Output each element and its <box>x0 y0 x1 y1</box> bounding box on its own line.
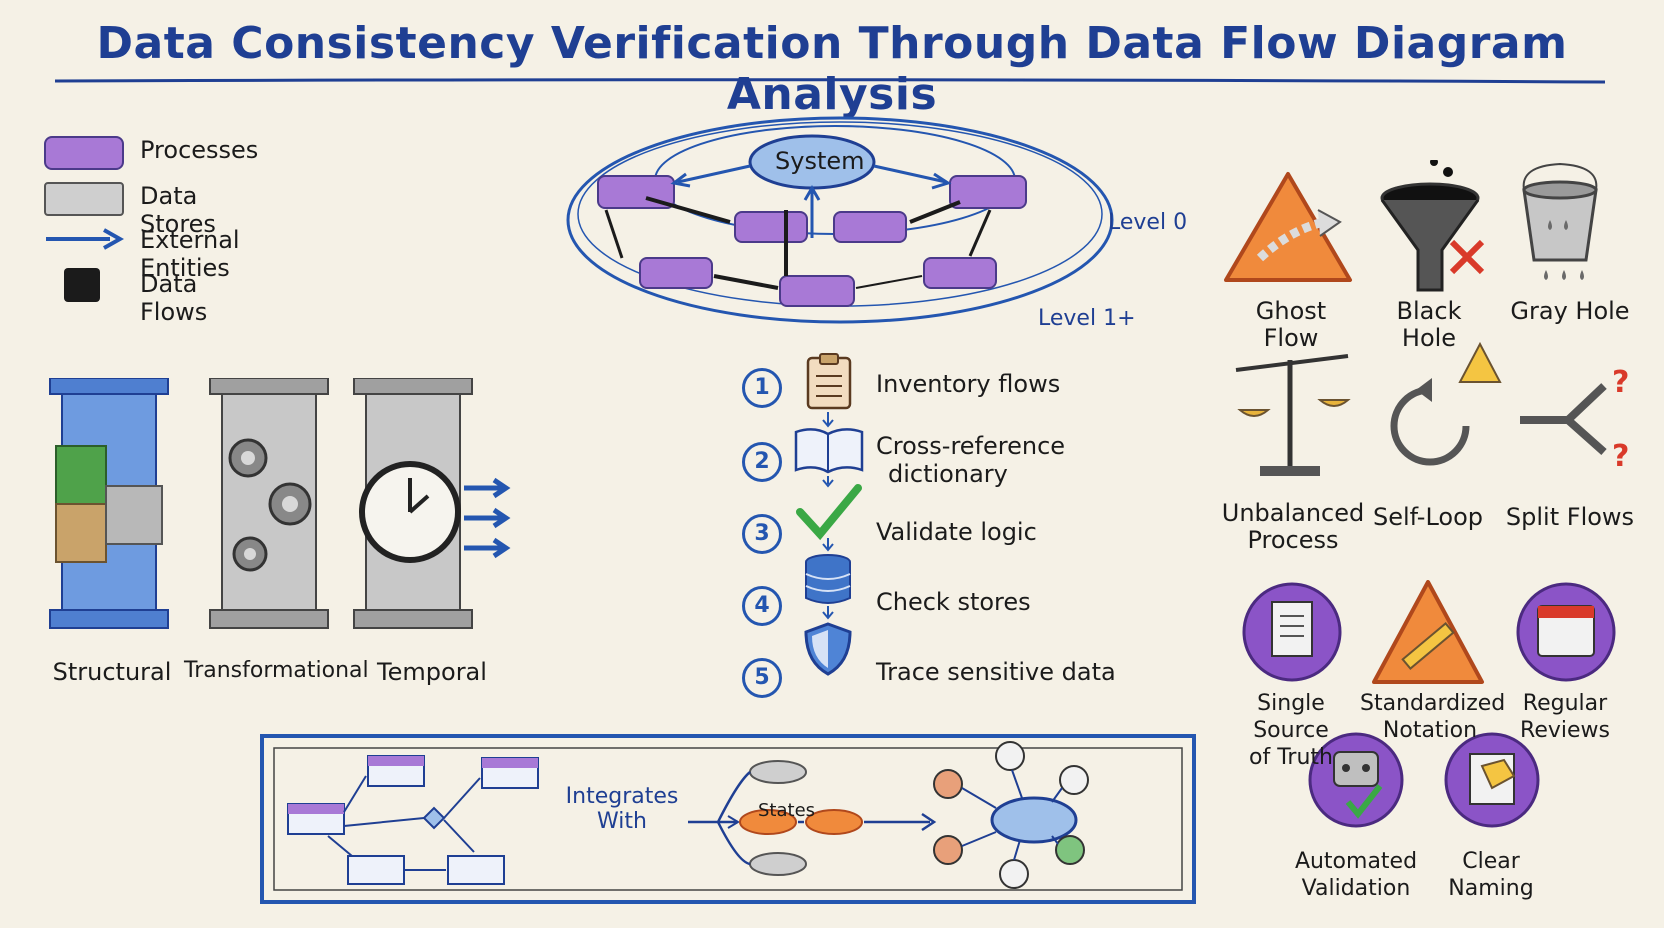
split-flows-caption: Split Flows <box>1505 503 1635 531</box>
standardized-notation-caption: Standardized Notation <box>1360 691 1506 743</box>
system-label: System <box>775 147 865 175</box>
legend-label: Processes <box>140 136 259 164</box>
step-2-label-line2: dictionary <box>888 460 1008 488</box>
svg-text:?: ? <box>1612 439 1629 474</box>
pillars-illustration <box>49 378 511 629</box>
step-4-number: 4 <box>742 586 782 626</box>
legend-label: Data Stores <box>140 182 216 238</box>
integration-panel <box>260 734 1196 904</box>
self-loop-caption: Self-Loop <box>1372 503 1483 531</box>
level1-label: Level 1+ <box>1038 306 1136 331</box>
store-swatch <box>44 182 124 216</box>
step-4-label: Check stores <box>876 588 1031 616</box>
step-3-number: 3 <box>742 514 782 554</box>
legend-label: Data Flows <box>140 270 208 326</box>
anomaly-icons: ? ? <box>1224 160 1629 476</box>
integrates-with-label: Integrates With <box>565 784 679 834</box>
step-1-label: Inventory flows <box>876 370 1061 398</box>
practice-icons <box>1242 580 1616 828</box>
ghost-flow-caption: Ghost Flow <box>1255 297 1327 352</box>
automated-validation-caption: Automated Validation <box>1294 849 1418 901</box>
level0-label: Level 0 <box>1108 210 1188 235</box>
title-underline <box>55 78 1605 84</box>
arrow-icon <box>46 228 124 250</box>
step-2-number: 2 <box>742 442 782 482</box>
pillar-transformational-label: Transformational <box>184 658 369 683</box>
clear-naming-caption: Clear Naming <box>1448 849 1534 901</box>
square-icon <box>64 268 100 302</box>
single-source-caption: Single Source of Truth <box>1249 691 1333 770</box>
pillar-structural-label: Structural <box>52 658 172 686</box>
svg-text:?: ? <box>1612 365 1629 400</box>
step-2-label-line1: Cross-reference <box>876 432 1066 460</box>
gray-hole-caption: Gray Hole <box>1510 297 1630 325</box>
steps-icons <box>794 353 864 676</box>
step-5-number: 5 <box>742 658 782 698</box>
levels-diagram <box>566 116 1114 324</box>
step-1-number: 1 <box>742 368 782 408</box>
regular-reviews-caption: Regular Reviews <box>1520 691 1610 743</box>
process-swatch <box>44 136 124 170</box>
step-3-label: Validate logic <box>876 518 1037 546</box>
black-hole-caption: Black Hole <box>1396 297 1462 352</box>
states-label: States <box>758 800 816 821</box>
unbalanced-process-caption: Unbalanced Process <box>1221 499 1365 554</box>
pillar-temporal-label: Temporal <box>377 658 487 686</box>
legend-label: External Entities <box>140 226 240 282</box>
step-5-label: Trace sensitive data <box>876 658 1116 686</box>
page-title: Data Consistency Verification Through Da… <box>96 18 1568 120</box>
